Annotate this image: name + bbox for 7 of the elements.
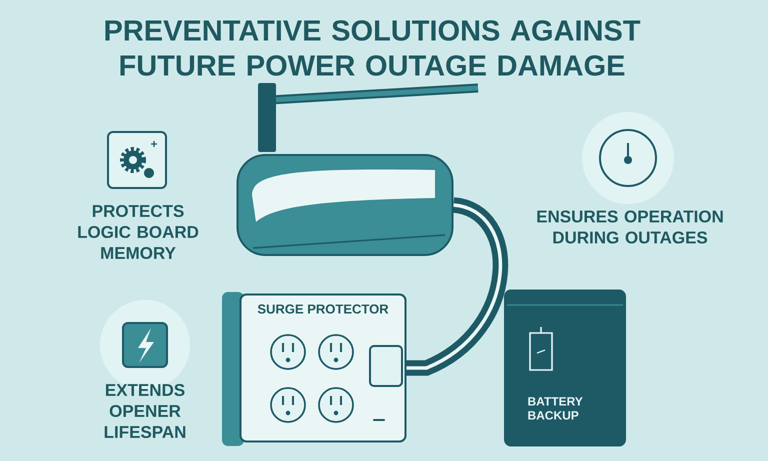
- power-cable: [406, 197, 508, 376]
- battery-box: BATTERY BACKUP: [504, 290, 626, 446]
- opener-drawing: [236, 83, 478, 256]
- title: PREVENTATIVE SOLUTIONS AGAINST FUTURE POWER OUTAGE DAMAGE: [105, 20, 640, 76]
- benefit-text: EXTENDS OPENER LIFESPAN: [104, 384, 186, 438]
- benefit-text: ENSURES OPERATION DURING OUTAGES: [537, 210, 723, 244]
- benefit-text: PROTECTS LOGIC BOARD MEMORY: [78, 204, 198, 260]
